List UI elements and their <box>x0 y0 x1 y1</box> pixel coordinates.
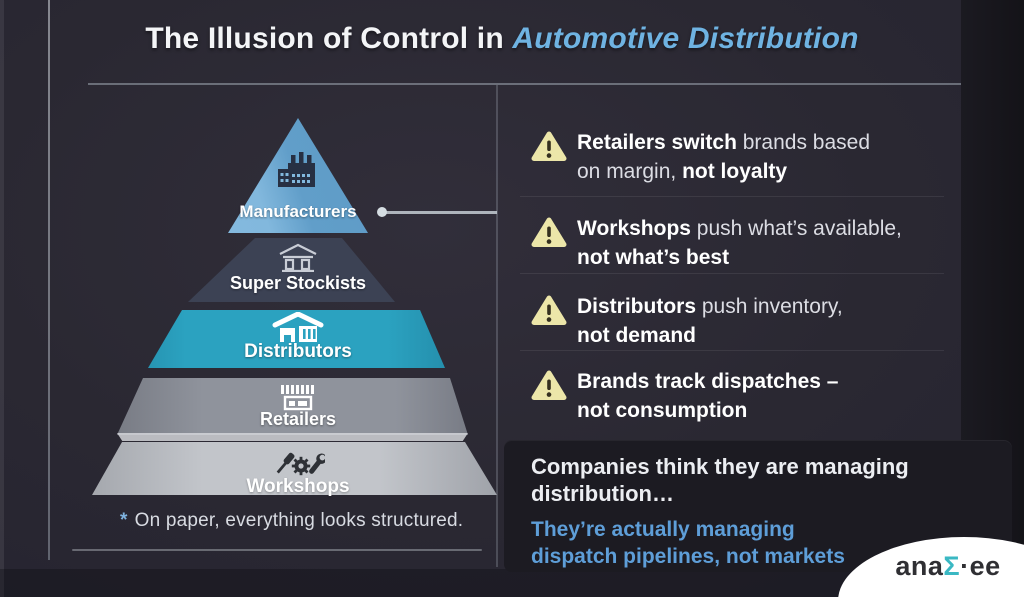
warning-item: Retailers switch brands based on margin,… <box>577 128 977 186</box>
warning-icon <box>531 131 567 161</box>
divider-line <box>520 273 944 274</box>
title-highlight: Automotive Distribution <box>512 22 859 55</box>
connector-dot <box>377 207 387 217</box>
summary-statement-line2: distribution… <box>531 481 674 506</box>
warning-icon <box>531 217 567 247</box>
warning-item: Distributors push inventory, not demand <box>577 292 977 350</box>
warning-line: not what’s best <box>577 246 730 269</box>
warning-line: Brands track dispatches – <box>577 370 839 393</box>
pyramid-tier-distributors <box>148 310 445 368</box>
divider-line <box>520 350 944 351</box>
workshops-top-flap <box>117 433 468 441</box>
warning-icon <box>531 370 567 400</box>
left-edge-strip <box>0 0 4 597</box>
warning-item: Workshops push what’s available, not wha… <box>577 214 977 272</box>
summary-statement-line1: Companies think they are managing <box>531 454 909 479</box>
warning-line: not demand <box>577 324 696 347</box>
summary-counter-line2: dispatch pipelines, not markets <box>531 545 845 568</box>
connector-line <box>385 211 497 214</box>
factory-icon <box>278 152 315 187</box>
title-plain: The Illusion of Control in <box>145 22 513 55</box>
tier-label-distributors: Distributors <box>244 341 352 362</box>
tier-label-manufacturers: Manufacturers <box>239 202 357 221</box>
title-underline <box>88 83 961 85</box>
brand-logo-mark: Σ <box>943 551 961 581</box>
pillared-building-icon <box>279 243 317 272</box>
footnote-text: On paper, everything looks structured. <box>134 510 464 531</box>
page-title: The Illusion of Control in Automotive Di… <box>62 22 942 56</box>
warning-line: not consumption <box>577 399 748 422</box>
footnote-asterisk: * <box>120 510 128 531</box>
tier-label-retailers: Retailers <box>259 409 337 429</box>
tier-label-super-stockists: Super Stockists <box>229 273 367 293</box>
warehouse-icon <box>272 312 324 342</box>
warning-item: Brands track dispatches – not consumptio… <box>577 367 977 425</box>
left-accent-line <box>48 0 50 560</box>
pyramid-tier-workshops <box>92 442 497 495</box>
divider-line <box>520 196 944 197</box>
tools-icon <box>276 452 325 476</box>
column-divider-line <box>496 85 498 567</box>
pyramid: Manufacturers Super Stockists Distributo… <box>85 112 505 504</box>
storefront-icon <box>281 385 314 411</box>
warning-line: on margin, not loyalty <box>577 160 788 183</box>
footnote: * On paper, everything looks structured. <box>120 510 463 532</box>
warning-line: Workshops push what’s available, <box>577 217 902 240</box>
warning-line: Distributors push inventory, <box>577 295 843 318</box>
tier-label-workshops: Workshops <box>246 476 350 497</box>
warning-line: Retailers switch brands based <box>577 131 871 154</box>
warning-icon <box>531 295 567 325</box>
summary-counter-line1: They’re actually managing <box>531 518 795 541</box>
brand-logo-text: anaΣ·ee <box>895 551 1001 581</box>
bottom-accent-line <box>72 549 482 551</box>
